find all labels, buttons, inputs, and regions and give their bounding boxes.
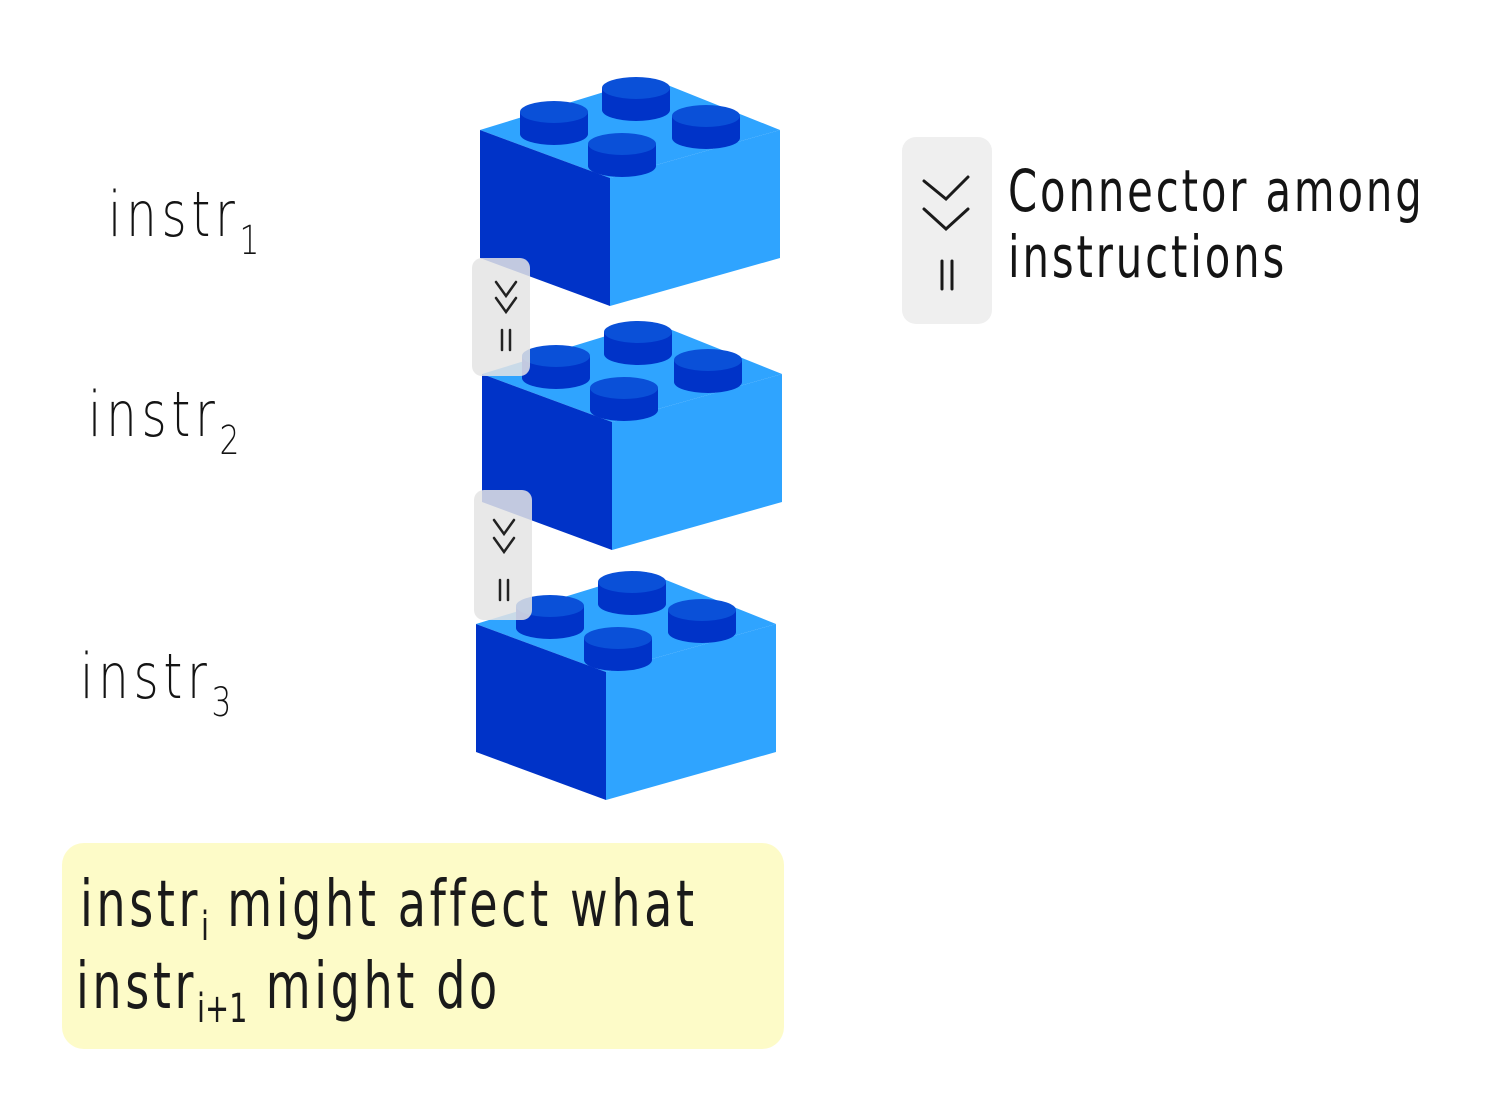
note-highlight [62, 843, 784, 1049]
note-line-1-b: might affect what [209, 868, 698, 942]
note-line-1: instri might affect what [80, 868, 698, 950]
instr-2-text: instr [88, 378, 220, 451]
note-line-2: instri+1 might do [76, 950, 501, 1032]
connector-1-bg [472, 258, 530, 376]
instr-1-subscript: 1 [239, 218, 260, 264]
note-line-1-sub: i [201, 904, 210, 950]
instr-1-label: instr1 [108, 178, 259, 264]
legend-text: Connector among instructions [1008, 158, 1425, 290]
connector-2-bg [474, 490, 532, 620]
note-line-2-b: might do [247, 950, 501, 1024]
legend-line-2: instructions [1008, 223, 1288, 291]
legend-symbol-box [902, 137, 992, 324]
instr-3-text: instr [80, 640, 212, 713]
connector-2-icon [492, 518, 516, 602]
note-line-2-a: instr [76, 950, 198, 1024]
note-line-2-sub: i+1 [197, 986, 248, 1032]
instr-3-subscript: 3 [211, 680, 232, 726]
legend-line-1: Connector among [1008, 157, 1425, 225]
instr-2-label: instr2 [88, 378, 239, 464]
instr-3-label: instr3 [80, 640, 231, 726]
connector-1-icon [494, 280, 518, 352]
instr-2-subscript: 2 [219, 418, 240, 464]
instr-1-text: instr [108, 178, 240, 251]
double-chevron-down-equals-icon [922, 175, 970, 291]
note-line-1-a: instr [80, 868, 202, 942]
